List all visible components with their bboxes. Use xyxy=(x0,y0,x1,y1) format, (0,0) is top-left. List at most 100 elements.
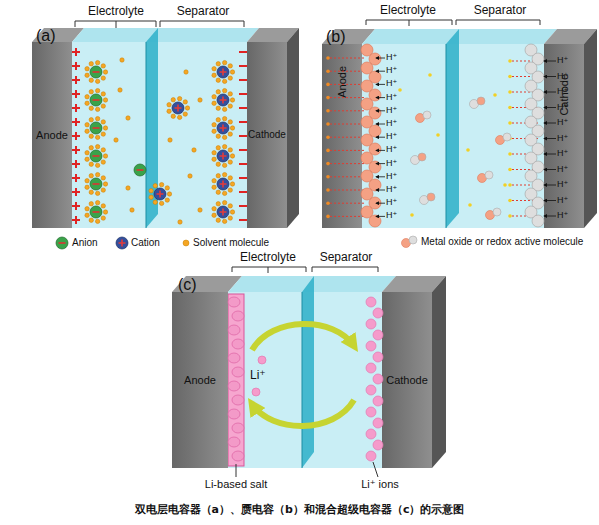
redox-site xyxy=(525,206,537,218)
charge-plus xyxy=(72,216,80,224)
cation xyxy=(217,150,229,162)
electron-path xyxy=(330,216,366,217)
salt-grain xyxy=(228,437,240,447)
solvent-molecule xyxy=(95,172,99,176)
text-label: Separator xyxy=(320,251,373,263)
electrode-block: Anode xyxy=(172,292,228,468)
solvent-molecule xyxy=(228,120,232,124)
redox-site xyxy=(525,170,537,182)
redox-molecule xyxy=(493,208,501,216)
solvent-molecule xyxy=(228,132,232,136)
electron xyxy=(326,96,330,100)
solvent-molecule xyxy=(153,200,157,204)
redox-site xyxy=(369,89,381,101)
cation xyxy=(116,237,128,249)
electrode-block: Cathode xyxy=(382,292,432,468)
anion xyxy=(90,206,102,218)
solvent-molecule xyxy=(230,126,234,130)
solvent-molecule xyxy=(85,101,89,105)
proton-arrow xyxy=(376,71,385,72)
solvent-molecule xyxy=(130,208,134,212)
redox-site xyxy=(369,197,381,209)
text-label: H⁺ xyxy=(386,53,397,62)
redox-molecule xyxy=(416,114,425,123)
solvent-molecule xyxy=(228,160,232,164)
bracket xyxy=(456,20,540,25)
minus-sign xyxy=(59,242,66,244)
redox-site xyxy=(361,80,373,92)
solvent-molecule xyxy=(95,79,99,83)
salt-grain xyxy=(228,381,240,391)
solvent-molecule xyxy=(159,182,163,186)
redox-site xyxy=(532,53,544,65)
charge-plus xyxy=(72,132,80,140)
redox-site xyxy=(525,62,537,74)
redox-molecule xyxy=(427,193,435,201)
redox-site xyxy=(361,170,373,182)
redox-molecule xyxy=(477,97,485,105)
solvent-molecule xyxy=(212,73,216,77)
solvent-molecule xyxy=(228,188,232,192)
legend-text: Metal oxide or redox active molecule xyxy=(421,236,583,247)
charge-plus xyxy=(72,48,80,56)
solvent-molecule xyxy=(212,213,216,217)
bracket xyxy=(366,20,452,26)
redox-site xyxy=(532,107,544,119)
minus-sign xyxy=(93,99,100,101)
proton-arrow xyxy=(376,97,385,98)
solvent-molecule xyxy=(178,220,182,224)
lithium-ion xyxy=(258,356,266,364)
plus-sign xyxy=(220,97,227,104)
electron-path xyxy=(330,71,366,72)
solvent-molecule xyxy=(95,191,99,195)
redox-molecule xyxy=(496,136,505,145)
text-label: H⁺ xyxy=(557,118,568,127)
solvent-molecule xyxy=(85,179,89,183)
solvent-molecule xyxy=(222,219,226,223)
shuttle-arrow xyxy=(252,324,354,350)
solvent-molecule xyxy=(216,162,220,166)
redox-site xyxy=(532,71,544,83)
text-label: Electrolyte xyxy=(380,4,436,16)
solvent-molecule xyxy=(222,107,226,111)
legend-item: Anion xyxy=(72,238,98,248)
text-label: Electrolyte xyxy=(240,251,296,263)
lithium-ion xyxy=(373,374,383,384)
plus-sign xyxy=(220,209,227,216)
text-label: H⁺ xyxy=(557,211,568,220)
proton-arrow xyxy=(376,203,385,204)
text-label: Li⁺ ions xyxy=(361,479,399,490)
solvent-molecule xyxy=(216,62,220,66)
solvent-molecule xyxy=(85,95,89,99)
charge-minus xyxy=(239,79,247,81)
redox-site xyxy=(369,161,381,173)
solvent-molecule xyxy=(228,64,232,68)
electron xyxy=(326,175,330,179)
separator xyxy=(446,29,459,228)
solvent-molecule xyxy=(216,90,220,94)
solvent-molecule xyxy=(167,192,171,196)
solvent-molecule xyxy=(222,191,226,195)
lithium-ion xyxy=(366,341,376,351)
lithium-ion xyxy=(373,440,383,450)
text-label: (b) xyxy=(326,29,346,45)
proton-arrow xyxy=(544,76,556,77)
solvent-molecule xyxy=(85,73,89,77)
bracket xyxy=(312,267,378,272)
lithium-ion xyxy=(366,319,376,329)
solvent-molecule xyxy=(101,176,105,180)
plus-sign xyxy=(119,240,126,247)
solvent-molecule xyxy=(165,198,169,202)
proton-dot xyxy=(503,183,507,187)
redox-site xyxy=(525,188,537,200)
legend-text: Solvent molecule xyxy=(193,237,269,248)
text-label: (c) xyxy=(178,277,197,293)
electron-path xyxy=(330,176,366,177)
text-label: H⁺ xyxy=(386,66,397,75)
charge-plus xyxy=(72,146,80,154)
electron xyxy=(508,168,512,172)
text-label: H⁺ xyxy=(557,180,568,189)
charge-plus xyxy=(72,160,80,168)
